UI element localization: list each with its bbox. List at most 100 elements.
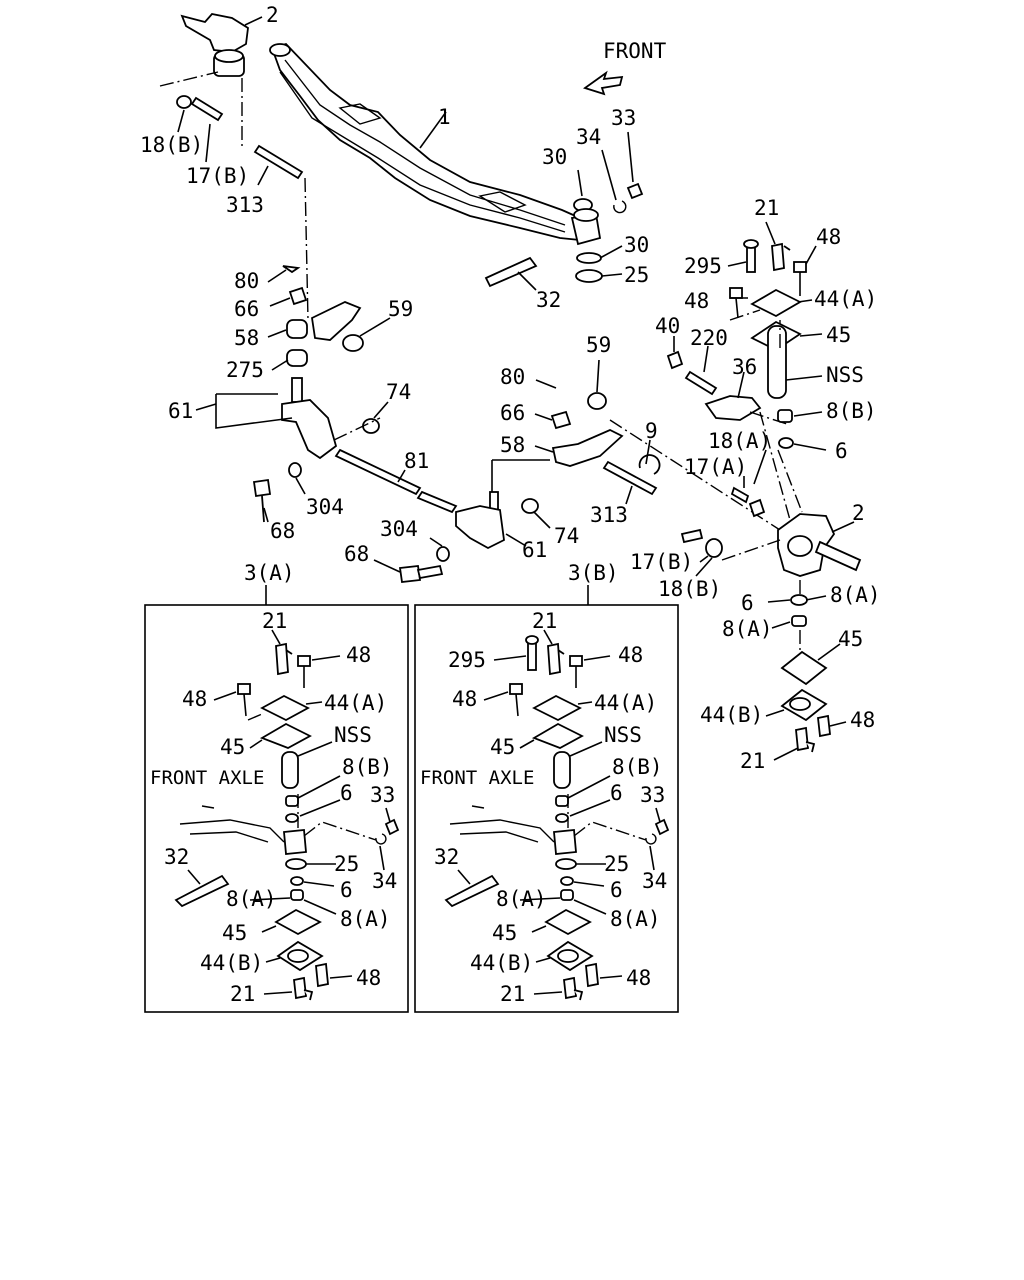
left-steering-knuckle [180, 13, 263, 77]
inset-3a-label-8b: 8(B) [342, 755, 393, 779]
inset-3a-label-45-b: 45 [222, 921, 247, 945]
inset-3a-label-48-b: 48 [356, 966, 381, 990]
front-arrow-icon [583, 70, 624, 96]
inset-3a-label-48-t: 48 [346, 643, 371, 667]
inset-3a-label-25: 25 [334, 852, 359, 876]
inset-3a-axle-label: FRONT AXLE [150, 767, 264, 789]
inset-3b-label-48-t: 48 [618, 643, 643, 667]
main-label-30-top: 30 [542, 145, 567, 169]
inset-3a-label-nss: NSS [334, 723, 372, 747]
main-label-40: 40 [655, 314, 680, 338]
main-label-17b-right: 17(B) [630, 550, 693, 574]
main-label-45-right-top: 45 [826, 323, 851, 347]
main-label-18a-right: 18(A) [708, 429, 771, 453]
main-label-2-top: 2 [266, 3, 279, 27]
main-label-9: 9 [645, 419, 658, 443]
inset-3b-label-8b: 8(B) [612, 755, 663, 779]
main-label-59-left: 59 [388, 297, 413, 321]
inset-3a-label-32: 32 [164, 845, 189, 869]
inset-3a-drawing [174, 629, 400, 1001]
main-label-48-right-low: 48 [850, 708, 875, 732]
main-label-8a-right-2: 8(A) [722, 617, 773, 641]
main-label-295-right: 295 [684, 254, 722, 278]
main-label-21-right: 21 [754, 196, 779, 220]
right-upper-hardware [666, 221, 827, 521]
main-label-45-right-low: 45 [838, 627, 863, 651]
main-label-304-left: 304 [306, 495, 344, 519]
main-label-32-mid: 32 [536, 288, 561, 312]
main-label-80-left: 80 [234, 269, 259, 293]
axle-beam [269, 42, 581, 241]
main-label-304-mid: 304 [380, 517, 418, 541]
main-label-61-left: 61 [168, 399, 193, 423]
inset-3b-label-8a-r: 8(A) [610, 907, 661, 931]
inset-3b-label-48-l: 48 [452, 687, 477, 711]
inset-3a-label-6-t: 6 [340, 781, 353, 805]
inset-3b-label-34: 34 [642, 869, 667, 893]
main-label-2-right: 2 [852, 501, 865, 525]
main-label-nss-right: NSS [826, 363, 864, 387]
inset-3a-label-21-t: 21 [262, 609, 287, 633]
inset-3a-label-21-b: 21 [230, 982, 255, 1006]
inset-3b-label-44b: 44(B) [470, 951, 533, 975]
main-label-48-right-top: 48 [816, 225, 841, 249]
main-label-74-mid: 74 [554, 524, 579, 548]
main-label-68-mid: 68 [344, 542, 369, 566]
inset-3b-label-44a: 44(A) [594, 691, 657, 715]
inset-3b-label-295: 295 [448, 648, 486, 672]
main-label-17b-left: 17(B) [186, 164, 249, 188]
main-label-18b-right: 18(B) [658, 577, 721, 601]
main-label-6-right-top: 6 [835, 439, 848, 463]
main-label-18b-left: 18(B) [140, 133, 203, 157]
main-label-36: 36 [732, 355, 757, 379]
front-direction-arrow: FRONT [583, 39, 667, 96]
main-label-80-mid: 80 [500, 365, 525, 389]
inset-3b-frame [414, 604, 679, 1013]
inset-3a-label-44b: 44(B) [200, 951, 263, 975]
main-label-1: 1 [438, 105, 451, 129]
inset-3b-title: 3(B) [568, 561, 619, 585]
main-label-58-left: 58 [234, 326, 259, 350]
inset-3b-label-32: 32 [434, 845, 459, 869]
inset-3b-label-48-b: 48 [626, 966, 651, 990]
inset-3b-label-6-t: 6 [610, 781, 623, 805]
main-label-34-top: 34 [576, 125, 601, 149]
main-label-48-right-mid: 48 [684, 289, 709, 313]
inset-3a-label-48-l: 48 [182, 687, 207, 711]
main-label-44a-right: 44(A) [814, 287, 877, 311]
inset-3b-label-45-b: 45 [492, 921, 517, 945]
inset-3a-label-44a: 44(A) [324, 691, 387, 715]
main-label-275: 275 [226, 358, 264, 382]
inset-3b-drawing [444, 629, 670, 1001]
left-upper-parts [159, 71, 391, 523]
main-label-68-left: 68 [270, 519, 295, 543]
main-label-8a-right-1: 8(A) [830, 583, 881, 607]
inset-3a-label-6-b: 6 [340, 878, 353, 902]
main-label-220: 220 [690, 326, 728, 350]
inset-3b-label-21-t: 21 [532, 609, 557, 633]
inset-3a-label-34: 34 [372, 869, 397, 893]
main-label-313-mid: 313 [590, 503, 628, 527]
main-label-21-right-low: 21 [740, 749, 765, 773]
main-label-58-mid: 58 [500, 433, 525, 457]
main-label-313-top: 313 [226, 193, 264, 217]
inset-3b-label-45-t: 45 [490, 735, 515, 759]
inset-3b-label-25: 25 [604, 852, 629, 876]
main-label-66-mid: 66 [500, 401, 525, 425]
inset-3a-title: 3(A) [244, 561, 295, 585]
main-label-30-mid: 30 [624, 233, 649, 257]
inset-3b-axle-label: FRONT AXLE [420, 767, 534, 789]
main-callout-labels: 218(B)17(B)31313433303025328066585927561… [140, 3, 881, 773]
inset-3b-label-21-b: 21 [500, 982, 525, 1006]
front-arrow-label: FRONT [603, 39, 667, 63]
axle-end-hardware [484, 131, 644, 291]
inset-3a-frame [144, 604, 409, 1013]
right-steering-knuckle [680, 513, 862, 761]
main-label-66-left: 66 [234, 297, 259, 321]
inset-3a-label-45-t: 45 [220, 735, 245, 759]
main-label-44b-right: 44(B) [700, 703, 763, 727]
inset-3a-label-33: 33 [370, 783, 395, 807]
